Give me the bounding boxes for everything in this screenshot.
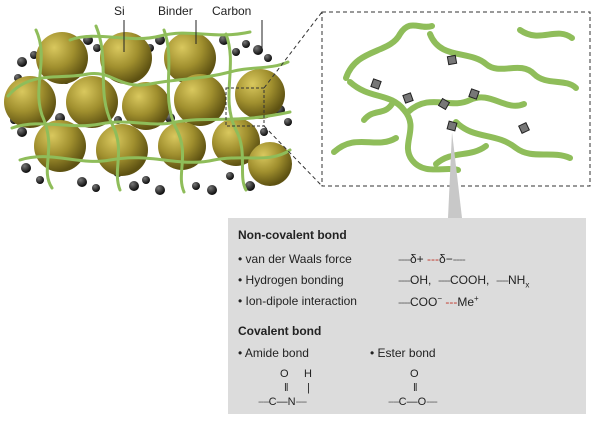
ester-double-bond: ‖ [413,382,418,394]
nh-group: NH [507,273,526,287]
ester-c: C [398,396,407,408]
delta-minus: δ− [439,252,453,266]
magnified-panel [321,11,591,187]
oh-group: OH, [409,273,432,287]
amide-double-bond: ‖ [284,382,289,394]
ester-chain: ----C—O---- [388,396,438,408]
label-binder: Binder [158,4,193,18]
label-carbon: Carbon [212,4,252,18]
hbond-row: • Hydrogen bonding [238,273,344,287]
ester-o-top: O [410,368,419,380]
hbond-formula: ----OH, ----COOH, ----NHx [398,273,530,290]
vdw-formula: ----δ+ ---δ−---- [398,252,466,266]
ester-label: Ester bond [377,346,436,360]
ester-o: O [417,396,427,408]
ester-row: • Ester bond [370,346,436,360]
covalent-title: Covalent bond [238,324,322,338]
bond-info-panel [228,218,586,414]
vdw-label: van der Waals force [245,252,352,266]
noncovalent-title: Non-covalent bond [238,228,347,242]
iondipole-label: Ion-dipole interaction [245,294,357,308]
label-si: Si [114,4,125,18]
amide-nh-bond: | [307,382,310,394]
amide-h: H [304,368,312,380]
amide-o: O [280,368,289,380]
amide-c: C [268,396,277,408]
crosslinks [370,54,530,134]
zoom-line-top [263,11,323,89]
coo-charge: − [437,294,442,303]
amide-label: Amide bond [244,346,309,360]
nh-subscript: x [525,280,530,290]
cooh-group: COOH, [449,273,490,287]
zoom-box [225,87,265,127]
iondipole-formula: ----COO− ---Me+ [398,294,479,309]
amide-row: • Amide bond [238,346,309,360]
coo-group: COO [409,295,438,309]
me-charge: + [474,294,479,303]
magnified-binder [331,22,579,173]
delta-plus: δ+ [409,252,424,266]
me-ion: Me [457,295,475,309]
amide-chain: ----C—N---- [258,396,307,408]
vdw-row: • van der Waals force [238,252,352,266]
iondipole-row: • Ion-dipole interaction [238,294,357,308]
amide-n: N [287,396,296,408]
hbond-label: Hydrogen bonding [245,273,344,287]
callout-pointer [448,132,462,218]
binder-strands [6,24,292,194]
